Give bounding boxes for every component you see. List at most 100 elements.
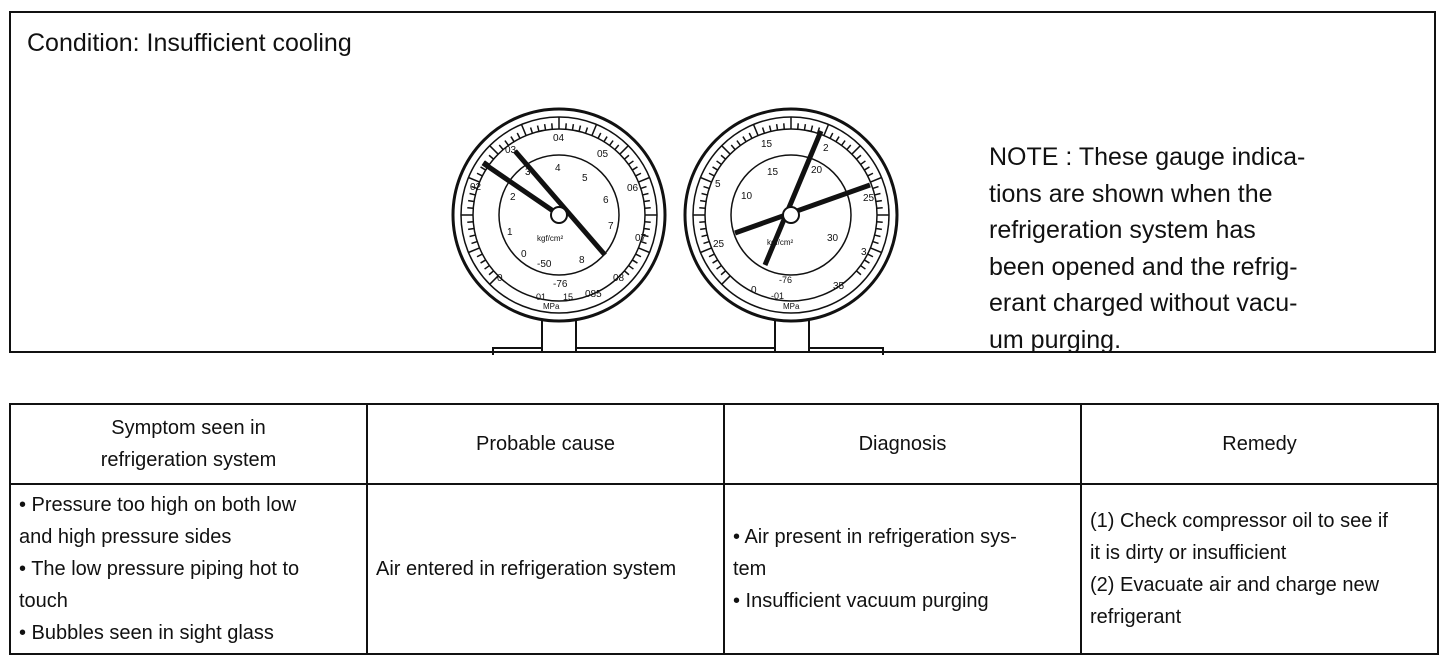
gauge-tick: [730, 144, 736, 151]
gauge-tick: [823, 124, 830, 136]
gauge-tick: [810, 125, 814, 132]
gauge-tick: [597, 132, 602, 139]
gauge-mark: 8: [579, 255, 585, 266]
cell-cause: Air entered in refrigeration system: [366, 483, 725, 655]
gauge-tick: [619, 145, 629, 155]
cell-line: (1) Check compressor oil to see if: [1090, 510, 1388, 532]
gauge-tick: [863, 166, 870, 171]
gauge-tick: [635, 253, 642, 258]
gauge-tick: [703, 185, 710, 190]
gauge-mark: 15: [563, 292, 573, 302]
gauge-tick: [708, 253, 715, 258]
high-pressure-gauge: 15 2 25 3 35 0 -01 5 10 15 20 25 30 -76 …: [683, 107, 899, 353]
gauge-tick: [846, 144, 852, 151]
cell-line: • The low pressure piping hot to: [19, 558, 300, 580]
gauge-tick: [720, 154, 727, 160]
gauge-mark: 30: [827, 233, 839, 244]
gauge-unit-label: kgf/cm²: [767, 238, 794, 247]
gauge-tick: [623, 270, 630, 276]
gauge-illustration: 02 03 04 05 06 07 08 085 0 1 2 3 4 5 6 7…: [451, 107, 899, 355]
gauge-tick: [870, 176, 882, 183]
gauge-mark: 08: [613, 273, 625, 284]
gauge-tick: [591, 124, 598, 136]
note-line: NOTE : These gauge indica-: [989, 143, 1306, 171]
gauge-tick: [476, 253, 483, 258]
gauge-tick: [803, 124, 807, 131]
gauge-tick: [716, 264, 722, 270]
gauge-tick: [742, 136, 747, 143]
gauge-unit-label: MPa: [543, 302, 560, 311]
gauge-tick: [471, 185, 478, 190]
gauge-tick: [578, 125, 582, 132]
gauge-tick: [571, 124, 575, 131]
gauge-tick: [708, 172, 715, 177]
gauge-tick: [721, 275, 731, 285]
gauge-tick: [476, 172, 483, 177]
gauge-mark: 3: [525, 167, 531, 178]
gauge-tick: [638, 176, 650, 183]
gauge-tick: [736, 140, 742, 146]
gauge-tick: [874, 234, 881, 238]
gauge-tick: [712, 166, 719, 171]
gauge-mark: 1: [507, 227, 513, 238]
gauge-tick: [867, 253, 874, 258]
gauge-tick: [642, 234, 649, 238]
gauge-tick: [752, 124, 759, 136]
header-cause: Probable cause: [366, 403, 725, 485]
gauge-tick: [543, 124, 547, 131]
cell-line: refrigerant: [1090, 606, 1182, 628]
gauge-unit-label: kgf/cm²: [537, 234, 564, 243]
cell-remedy: (1) Check compressor oil to see if it is…: [1080, 483, 1439, 655]
gauge-tick: [775, 124, 779, 131]
gauge-tick: [640, 240, 647, 245]
cell-line: • Bubbles seen in sight glass: [19, 622, 274, 644]
gauge-tick: [631, 166, 638, 171]
gauge-tick: [603, 136, 608, 143]
gauge-tick: [471, 240, 478, 245]
gauge-tick: [872, 240, 879, 245]
gauge-mark: -01: [533, 292, 546, 302]
gauge-mark: 04: [553, 133, 565, 144]
gauge-mark: 7: [608, 221, 614, 232]
header-diagnosis: Diagnosis: [723, 403, 1082, 485]
gauge-mark: 0: [521, 249, 527, 260]
note-text: NOTE : These gauge indica- tions are sho…: [989, 139, 1339, 358]
gauge-mark: 35: [833, 281, 845, 292]
condition-title: Condition: Insufficient cooling: [27, 29, 352, 57]
gauge-tick: [700, 247, 712, 254]
gauge-mark: 25: [863, 193, 875, 204]
gauge-tick: [480, 166, 487, 171]
gauge-tick: [712, 259, 719, 264]
gauge-mark: 3: [861, 247, 867, 258]
gauge-tick: [529, 127, 534, 134]
cell-symptom: • Pressure too high on both low and high…: [9, 483, 368, 655]
cell-line: • Insufficient vacuum purging: [733, 590, 989, 612]
gauge-tick: [489, 145, 499, 155]
gauge-tick: [700, 176, 712, 183]
header-line: Remedy: [1222, 433, 1297, 455]
gauge-unit-label: MPa: [783, 302, 800, 311]
gauge-tick: [829, 132, 834, 139]
low-pressure-gauge: 02 03 04 05 06 07 08 085 0 1 2 3 4 5 6 7…: [451, 107, 667, 353]
gauge-tick: [870, 247, 882, 254]
gauge-tick: [484, 264, 490, 270]
note-line: um purging.: [989, 325, 1122, 354]
gauge-mark: 0: [751, 285, 757, 296]
gauge-mark: 20: [811, 165, 823, 176]
gauge-tick: [867, 172, 874, 177]
table-row: • Pressure too high on both low and high…: [9, 483, 1439, 655]
gauge-tick: [469, 234, 476, 238]
gauge-tick: [635, 172, 642, 177]
gauge-tick: [488, 270, 495, 276]
gauge-mark: -76: [779, 275, 792, 285]
cell-line: it is dirty or insufficient: [1090, 542, 1287, 564]
gauge-mark: 15: [767, 167, 779, 178]
gauge-tick: [628, 264, 634, 270]
gauge-tick: [860, 160, 866, 166]
gauge-mark: 4: [555, 163, 561, 174]
gauge-mark: 6: [603, 195, 609, 206]
gauge-mark: 25: [713, 239, 725, 250]
header-line: Diagnosis: [858, 433, 947, 455]
gauge-tick: [721, 145, 731, 155]
note-line: refrigeration system has: [989, 216, 1256, 244]
